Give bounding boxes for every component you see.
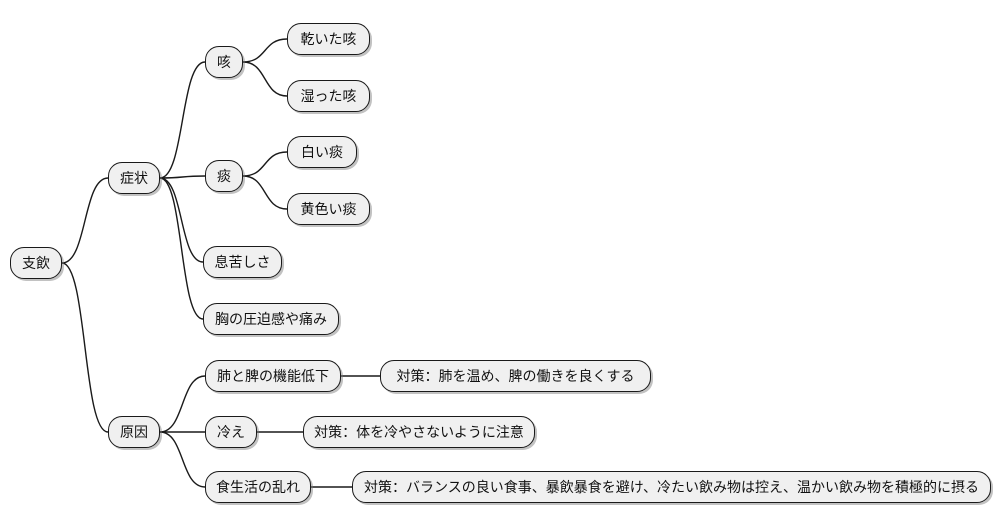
- mindmap-node-cough_wet[interactable]: 湿った咳: [287, 80, 370, 112]
- mindmap-edge-sym-to-chest: [159, 177, 204, 320]
- mindmap-node-c_organ[interactable]: 肺と脾の機能低下: [205, 360, 341, 392]
- mindmap-node-phlegm[interactable]: 痰: [205, 160, 243, 192]
- mindmap-edge-cause-to-c_organ: [159, 375, 206, 433]
- mindmap-node-label: 原因: [120, 424, 148, 440]
- mindmap-node-chest[interactable]: 胸の圧迫感や痛み: [203, 303, 339, 335]
- mindmap-node-label: 肺と脾の機能低下: [217, 368, 329, 384]
- mindmap-node-a_organ[interactable]: 対策：肺を温め、脾の働きを良くする: [380, 360, 651, 392]
- mindmap-node-label: 支飲: [22, 255, 50, 271]
- mindmap-node-label: 対策：肺を温め、脾の働きを良くする: [396, 368, 635, 384]
- mindmap-node-a_diet[interactable]: 対策：バランスの良い食事、暴飲暴食を避け、冷たい飲み物は控え、温かい飲み物を積極…: [352, 471, 991, 503]
- mindmap-node-label: 黄色い痰: [300, 201, 357, 217]
- mindmap-node-label: 冷え: [217, 424, 245, 440]
- mindmap-node-breath[interactable]: 息苦しさ: [203, 246, 282, 278]
- mindmap-node-cause[interactable]: 原因: [108, 416, 160, 448]
- mindmap-node-label: 痰: [217, 168, 231, 184]
- mindmap-node-label: 対策：バランスの良い食事、暴飲暴食を避け、冷たい飲み物は控え、温かい飲み物を積極…: [363, 479, 980, 495]
- mindmap-node-c_diet[interactable]: 食生活の乱れ: [205, 471, 311, 503]
- mindmap-node-cough[interactable]: 咳: [205, 46, 243, 78]
- mindmap-node-label: 胸の圧迫感や痛み: [215, 311, 327, 327]
- mindmap-edge-sym-to-breath: [159, 177, 204, 263]
- mindmap-node-c_cold[interactable]: 冷え: [205, 416, 257, 448]
- mindmap-node-label: 対策：体を冷やさないように注意: [314, 424, 524, 440]
- mindmap-edge-root-to-sym: [61, 177, 109, 264]
- mindmap-node-label: 食生活の乱れ: [216, 479, 300, 495]
- mindmap-edge-sym-to-cough: [159, 61, 206, 179]
- mindmap-node-label: 咳: [217, 54, 231, 70]
- mindmap-node-label: 息苦しさ: [214, 254, 271, 270]
- mindmap-edge-root-to-cause: [61, 262, 109, 433]
- mindmap-node-phlegm_y[interactable]: 黄色い痰: [287, 193, 370, 225]
- mindmap-edge-phlegm-to-phlegm_y: [242, 175, 288, 210]
- mindmap-node-label: 白い痰: [301, 144, 343, 160]
- mindmap-node-sym[interactable]: 症状: [108, 162, 160, 194]
- mindmap-node-label: 乾いた咳: [300, 31, 357, 47]
- mindmap-node-label: 症状: [120, 170, 148, 186]
- mindmap-edge-cause-to-c_diet: [159, 431, 206, 488]
- mindmap-edge-cough-to-cough_dry: [242, 38, 288, 63]
- mindmap-node-a_cold[interactable]: 対策：体を冷やさないように注意: [303, 416, 535, 448]
- mindmap-node-cough_dry[interactable]: 乾いた咳: [287, 23, 370, 55]
- mindmap-edge-phlegm-to-phlegm_w: [242, 151, 288, 177]
- mindmap-edge-sym-to-phlegm: [159, 175, 206, 179]
- mindmap-node-label: 湿った咳: [300, 88, 357, 104]
- mindmap-edge-cough-to-cough_wet: [242, 61, 288, 97]
- mindmap-node-root[interactable]: 支飲: [10, 247, 62, 279]
- mindmap-node-phlegm_w[interactable]: 白い痰: [287, 136, 357, 168]
